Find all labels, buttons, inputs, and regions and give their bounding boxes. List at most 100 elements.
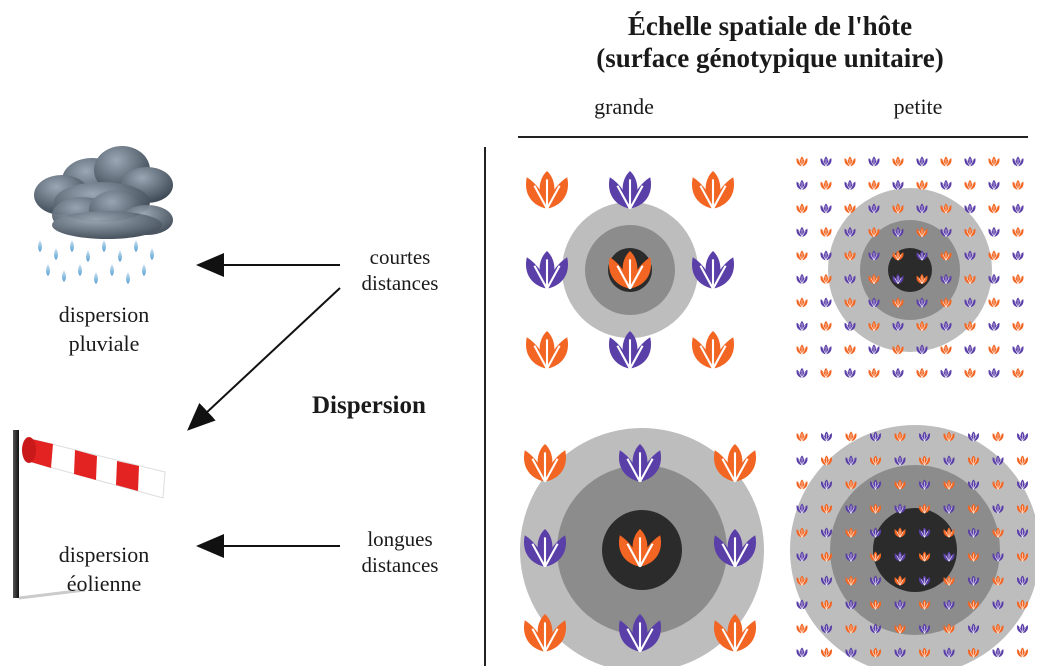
leaf-icon (967, 551, 980, 562)
leaf-icon (796, 274, 808, 285)
leaf-icon (964, 321, 976, 332)
leaf-icon (525, 331, 569, 370)
leaf-icon (964, 368, 976, 379)
leaf-icon (796, 599, 808, 610)
leaf-icon (894, 599, 906, 610)
leaf-icon (967, 455, 980, 466)
leaf-icon (845, 599, 857, 610)
leaf-icon (992, 479, 1004, 490)
leaf-icon (869, 599, 882, 610)
leaf-icon (525, 251, 569, 290)
leaf-icon (943, 599, 955, 610)
leaf-icon (992, 575, 1004, 586)
rain-cloud-icon (34, 146, 173, 284)
leaf-icon (992, 431, 1004, 442)
leaf-icon (869, 575, 882, 586)
leaf-icon (988, 368, 1000, 379)
leaf-icon (869, 431, 882, 442)
leaf-icon (992, 599, 1004, 610)
leaf-icon (1016, 551, 1029, 562)
leaf-icon (845, 527, 857, 538)
leaf-icon (1012, 274, 1024, 285)
leaf-icon (844, 227, 856, 238)
leaf-icon (1012, 156, 1024, 167)
leaf-icon (618, 444, 662, 483)
leaf-icon (820, 479, 833, 490)
leaf-icon (1016, 431, 1029, 442)
leaf-icon (868, 321, 880, 332)
leaf-icon (845, 455, 857, 466)
leaf-icon (869, 551, 882, 562)
leaf-icon (691, 331, 735, 370)
leaf-icon (868, 368, 880, 379)
chart-title: Échelle spatiale de l'hôte (surface géno… (520, 10, 1020, 74)
leaf-icon (844, 321, 856, 332)
leaf-icon (1012, 180, 1024, 191)
leaf-icon (918, 551, 931, 562)
leaf-icon (820, 599, 833, 610)
leaf-icon (894, 503, 906, 514)
leaf-icon (796, 250, 808, 261)
leaf-icon (796, 156, 808, 167)
leaf-icon (892, 368, 904, 379)
leaf-icon (916, 180, 928, 191)
leaf-icon (894, 647, 906, 658)
rain-dispersion-label: dispersion pluviale (58, 302, 150, 356)
leaf-icon (892, 227, 904, 238)
leaf-icon (988, 274, 1000, 285)
leaf-icon (820, 431, 833, 442)
leaf-icon (988, 321, 1000, 332)
leaf-icon (608, 331, 652, 370)
leaf-icon (820, 368, 832, 379)
leaf-icon (992, 623, 1004, 634)
leaf-icon (1016, 503, 1029, 514)
leaf-icon (964, 297, 976, 308)
dispersion-ring (873, 508, 957, 592)
leaf-icon (796, 455, 808, 466)
leaf-icon (894, 575, 906, 586)
leaf-icon (916, 274, 928, 285)
leaf-icon (943, 575, 955, 586)
leaf-icon (916, 297, 928, 308)
leaf-icon (988, 227, 1000, 238)
leaf-icon (967, 575, 980, 586)
leaf-icon (967, 527, 980, 538)
leaf-icon (892, 156, 904, 167)
leaf-icon (940, 227, 952, 238)
leaf-icon (964, 203, 976, 214)
leaf-icon (967, 623, 980, 634)
leaf-icon (869, 503, 882, 514)
leaf-icon (894, 551, 906, 562)
leaf-icon (796, 227, 808, 238)
leaf-icon (796, 647, 808, 658)
leaf-icon (918, 431, 931, 442)
leaf-icon (992, 527, 1004, 538)
leaf-icon (892, 203, 904, 214)
leaf-icon (1016, 599, 1029, 610)
leaf-icon (988, 250, 1000, 261)
leaf-icon (964, 227, 976, 238)
leaf-icon (1016, 479, 1029, 490)
leaf-icon (523, 529, 567, 568)
leaf-icon (940, 250, 952, 261)
leaf-icon (868, 203, 880, 214)
leaf-icon (964, 250, 976, 261)
leaf-icon (844, 203, 856, 214)
leaf-icon (820, 344, 832, 355)
leaf-icon (820, 297, 832, 308)
leaf-icon (820, 250, 832, 261)
leaf-icon (894, 455, 906, 466)
leaf-icon (820, 527, 833, 538)
leaf-icon (988, 297, 1000, 308)
leaf-icon (844, 368, 856, 379)
leaf-icon (844, 274, 856, 285)
leaf-icon (869, 455, 882, 466)
arrow-short-to-wind (187, 287, 341, 431)
leaf-icon (943, 431, 955, 442)
leaf-icon (820, 321, 832, 332)
leaf-icon (988, 344, 1000, 355)
leaf-icon (992, 551, 1004, 562)
leaf-icon (844, 297, 856, 308)
leaf-icon (869, 647, 882, 658)
leaf-icon (844, 180, 856, 191)
